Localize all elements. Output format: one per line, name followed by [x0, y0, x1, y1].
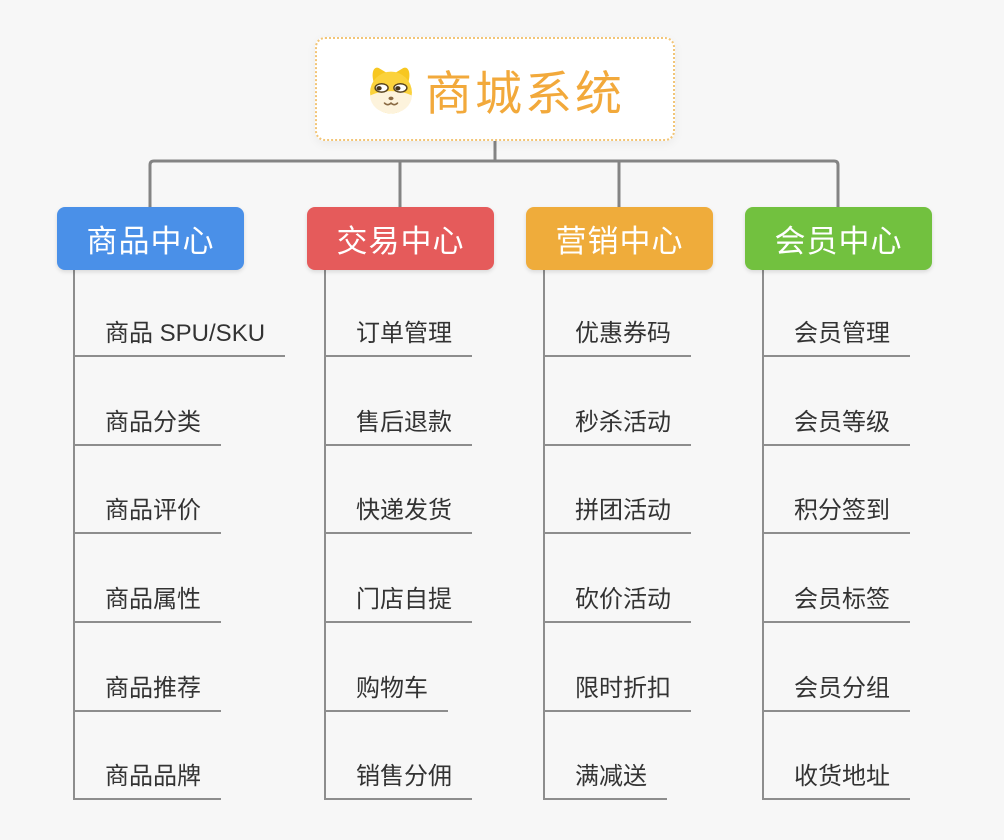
leaf-topic[interactable]: 商品评价: [73, 492, 221, 534]
branch-node-marketing-center[interactable]: 营销中心: [526, 207, 713, 270]
leaf-topic[interactable]: 秒杀活动: [543, 404, 691, 446]
branch-node-member-center[interactable]: 会员中心: [745, 207, 932, 270]
leaf-topic[interactable]: 砍价活动: [543, 581, 691, 623]
leaf-topic[interactable]: 会员标签: [762, 581, 910, 623]
branch-trunk-line: [324, 269, 326, 800]
leaf-topic[interactable]: 购物车: [324, 670, 448, 712]
leaf-topic[interactable]: 商品品牌: [73, 758, 221, 800]
leaf-topic[interactable]: 门店自提: [324, 581, 472, 623]
leaf-topic[interactable]: 积分签到: [762, 492, 910, 534]
dog-face-icon: [370, 67, 412, 114]
leaf-topic[interactable]: 收货地址: [762, 758, 910, 800]
leaf-topic[interactable]: 快递发货: [324, 492, 472, 534]
leaf-topic[interactable]: 订单管理: [324, 315, 472, 357]
leaf-topic[interactable]: 商品属性: [73, 581, 221, 623]
leaf-topic[interactable]: 商品 SPU/SKU: [73, 315, 286, 357]
leaf-topic[interactable]: 优惠券码: [543, 315, 691, 357]
branch-node-product-center[interactable]: 商品中心: [57, 207, 244, 270]
leaf-topic[interactable]: 售后退款: [324, 404, 472, 446]
leaf-topic[interactable]: 会员管理: [762, 315, 910, 357]
root-node-mall-system[interactable]: 商城系统: [315, 37, 675, 141]
branch-trunk-line: [543, 269, 545, 800]
leaf-topic[interactable]: 限时折扣: [543, 670, 691, 712]
root-node-title: 商城系统: [425, 66, 625, 120]
branch-trunk-line: [73, 269, 75, 800]
branch-rail-line: [148, 159, 840, 207]
branch-node-trade-center[interactable]: 交易中心: [307, 207, 494, 270]
leaf-topic[interactable]: 商品分类: [73, 404, 221, 446]
leaf-topic[interactable]: 销售分佣: [324, 758, 472, 800]
leaf-topic[interactable]: 商品推荐: [73, 670, 221, 712]
leaf-topic[interactable]: 会员分组: [762, 670, 910, 712]
leaf-topic[interactable]: 会员等级: [762, 404, 910, 446]
branch-trunk-line: [762, 269, 764, 800]
leaf-topic[interactable]: 拼团活动: [543, 492, 691, 534]
leaf-topic[interactable]: 满减送: [543, 758, 667, 800]
